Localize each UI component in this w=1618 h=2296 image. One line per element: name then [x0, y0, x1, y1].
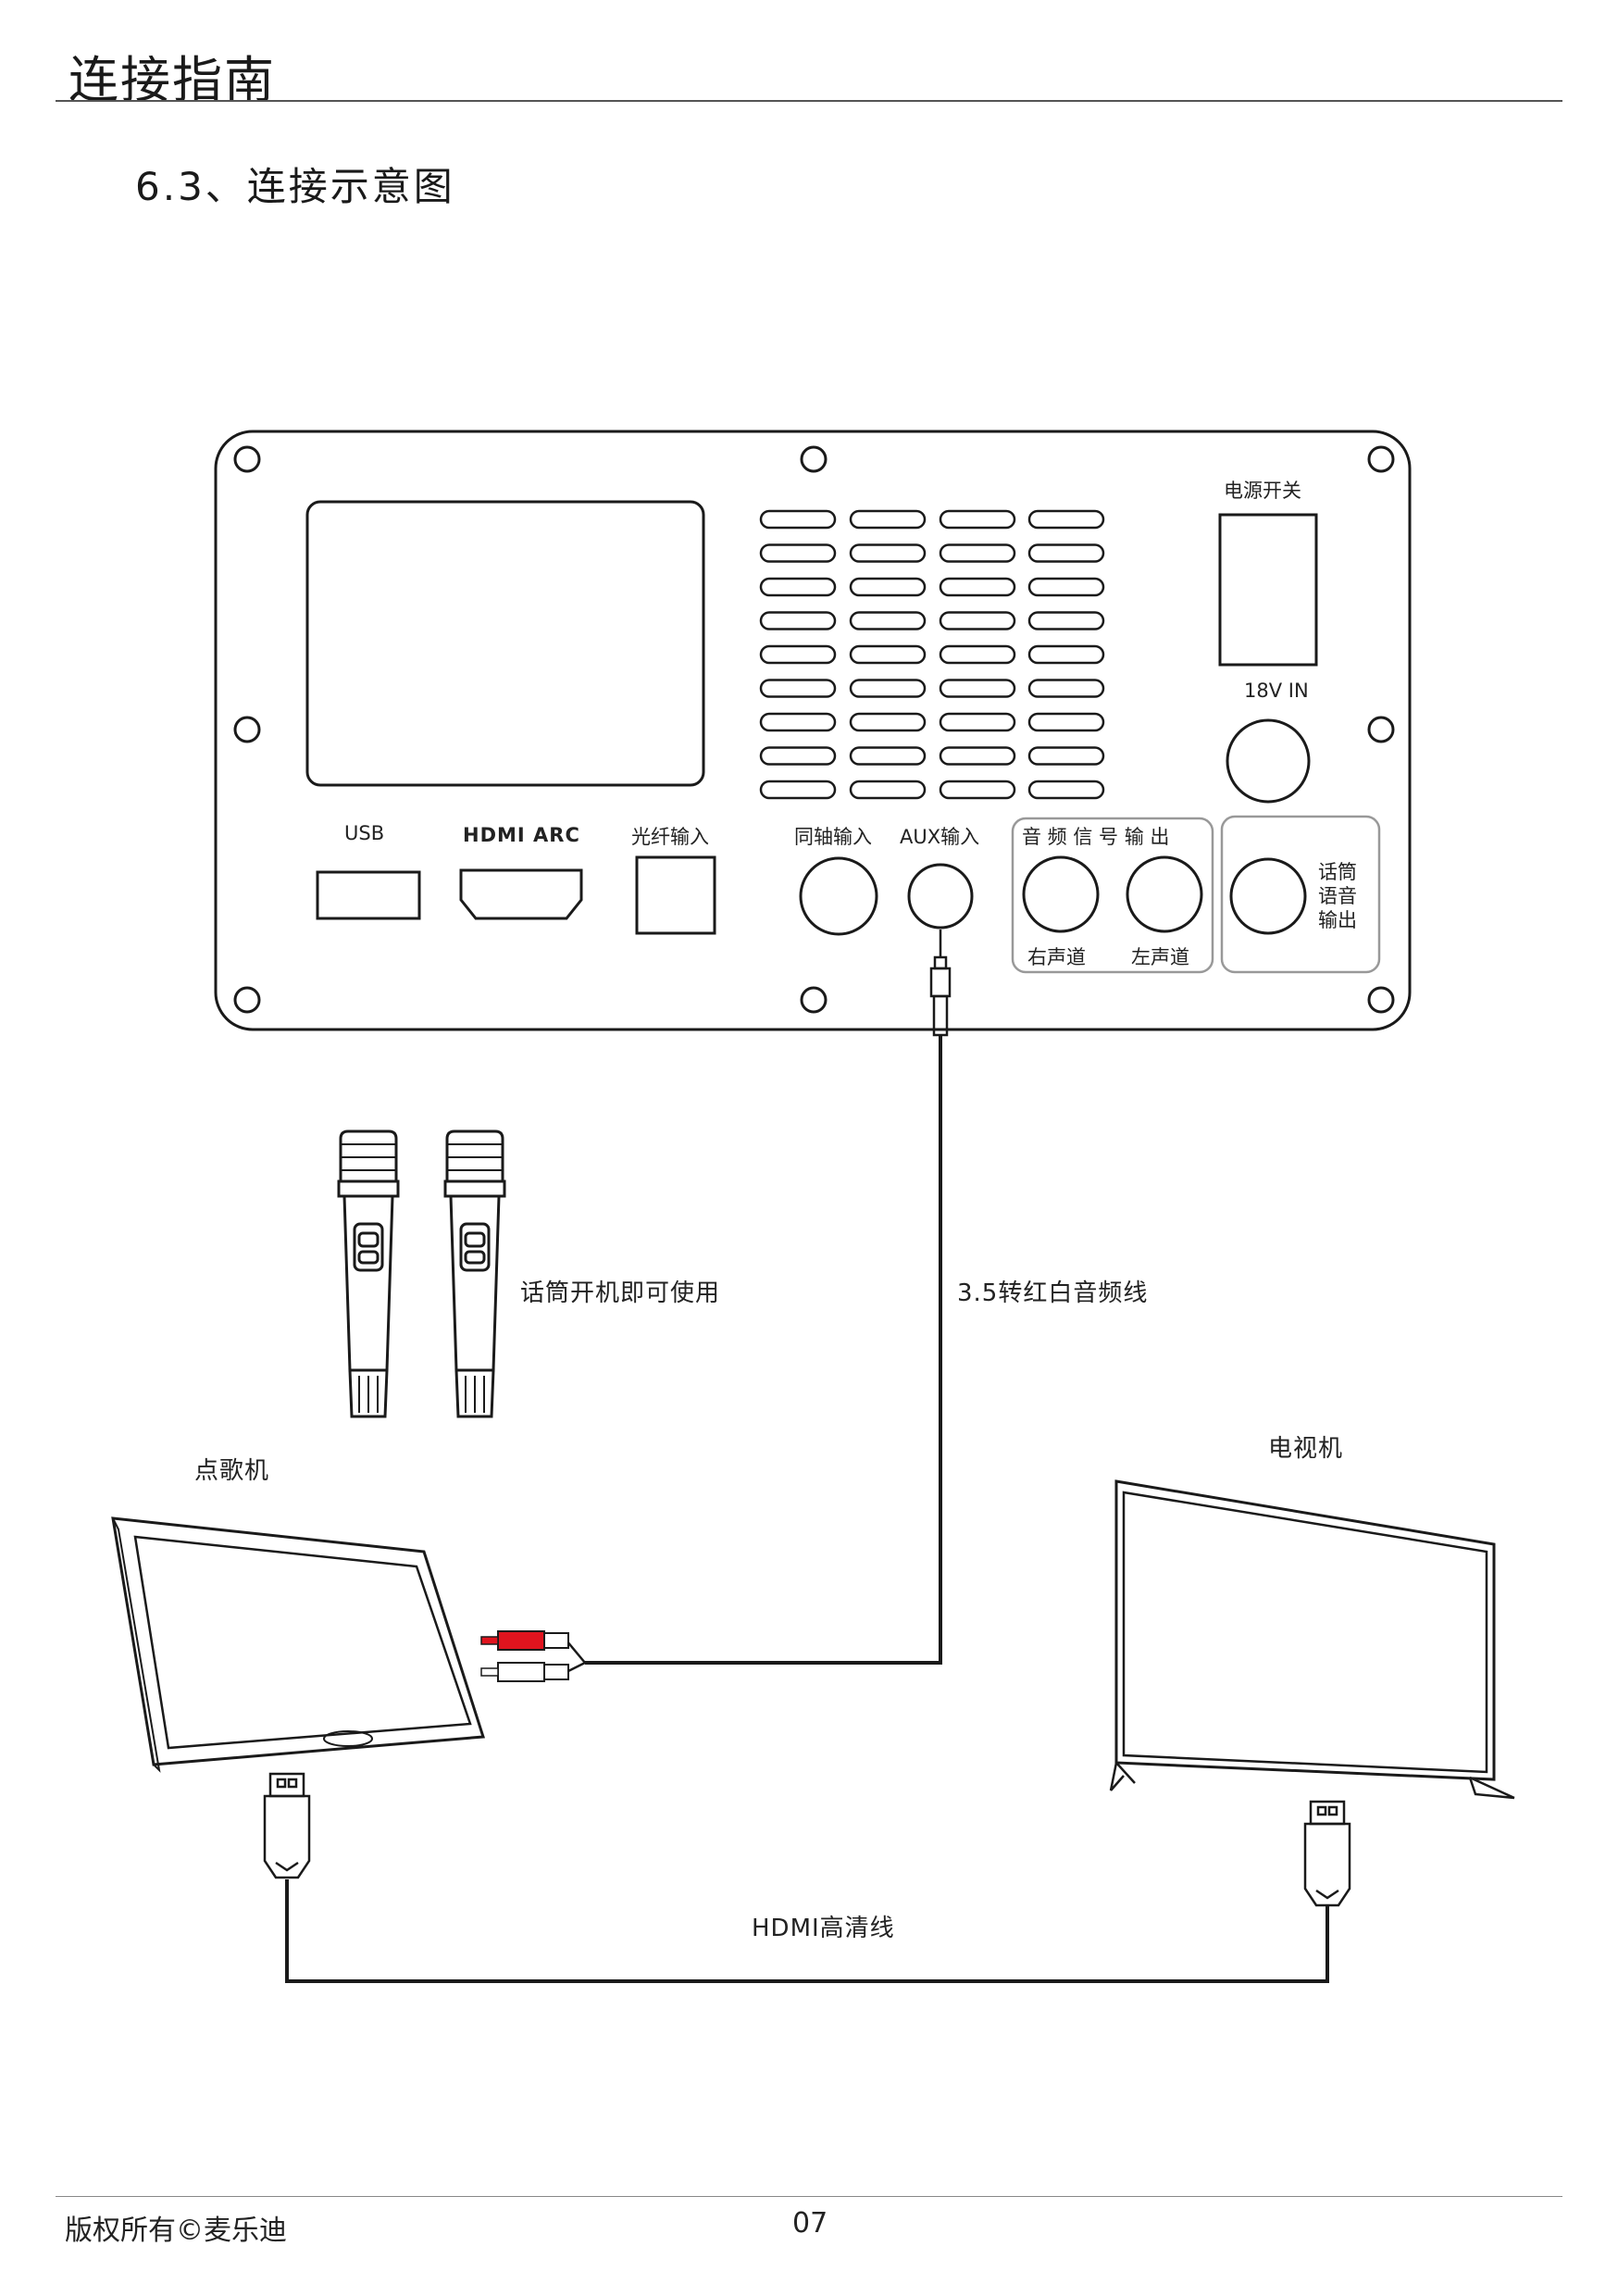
microphone-left	[337, 1129, 400, 1418]
screw-hole	[1367, 716, 1395, 743]
vent-slot	[1027, 577, 1105, 597]
tv-label: 电视机	[1268, 1435, 1344, 1463]
vent-slot	[849, 577, 927, 597]
page-title: 连接指南	[68, 51, 276, 109]
vent-slot	[939, 644, 1016, 665]
audio-out-label: 音 频 信 号 输 出	[1022, 826, 1170, 848]
vent-slot	[849, 509, 927, 530]
audio-out-group	[1011, 817, 1214, 974]
vent-slot	[1027, 746, 1105, 766]
vent-slot	[939, 509, 1016, 530]
right-channel-label: 右声道	[1027, 946, 1086, 968]
vent-slot	[759, 712, 837, 732]
vent-slot	[939, 611, 1016, 630]
vent-slot	[759, 543, 837, 563]
jukebox-logo	[323, 1730, 373, 1747]
vent-slot	[849, 644, 927, 665]
vent-slot	[759, 577, 837, 597]
left-channel-label: 左声道	[1131, 946, 1189, 968]
vent-slot	[939, 577, 1016, 597]
left-channel-jack	[1126, 855, 1203, 933]
jukebox-label: 点歌机	[194, 1457, 270, 1485]
vent-slots	[759, 509, 1105, 800]
mic-out-group	[1220, 815, 1381, 974]
hdmi-cable-label: HDMI高清线	[752, 1915, 895, 1942]
section-title: 6.3、连接示意图	[135, 164, 455, 209]
rca-cable-label: 3.5转红白音频线	[957, 1279, 1149, 1307]
footer-rule	[56, 2196, 1562, 2197]
rca-plugs	[480, 1630, 586, 1682]
screw-hole	[233, 445, 261, 473]
vent-slot	[939, 780, 1016, 800]
usb-label: USB	[344, 822, 385, 844]
device-back-panel	[214, 430, 1412, 1031]
microphone-right	[443, 1129, 506, 1418]
aux-input-jack	[907, 863, 974, 930]
vent-slot	[1027, 644, 1105, 665]
power-switch-label: 电源开关	[1224, 480, 1301, 502]
mic-out-label-1: 话筒	[1318, 861, 1357, 883]
rca-white-plug	[497, 1662, 545, 1682]
mic-out-label-2: 语音	[1318, 885, 1357, 907]
vent-slot	[849, 780, 927, 800]
screw-hole	[1367, 445, 1395, 473]
hdmi-plug-tv	[1303, 1800, 1351, 1907]
vent-slot	[1027, 509, 1105, 530]
hdmi-arc-port	[459, 868, 583, 920]
screw-hole	[1367, 986, 1395, 1014]
vent-slot	[1027, 611, 1105, 630]
screw-hole	[800, 445, 828, 473]
vent-slot	[849, 679, 927, 698]
coaxial-input-label: 同轴输入	[794, 826, 872, 848]
screw-hole	[233, 716, 261, 743]
header-rule	[56, 100, 1562, 102]
aux-plug	[929, 930, 952, 1037]
vent-slot	[759, 746, 837, 766]
vent-slot	[849, 746, 927, 766]
vent-slot	[1027, 712, 1105, 732]
vent-slot	[759, 611, 837, 630]
mic-out-jack	[1229, 857, 1307, 935]
right-channel-jack	[1022, 855, 1100, 933]
vent-slot	[849, 712, 927, 732]
vent-slot	[939, 543, 1016, 563]
mic-out-label-3: 输出	[1318, 909, 1357, 931]
optical-input-port	[635, 855, 716, 935]
hdmi-plug-jukebox	[263, 1772, 311, 1879]
vent-slot	[1027, 543, 1105, 563]
tv-device	[1109, 1479, 1515, 1800]
vent-slot	[759, 644, 837, 665]
vent-slot	[939, 712, 1016, 732]
page-number: 07	[792, 2207, 828, 2240]
rca-audio-cable	[585, 1035, 942, 1665]
usb-port	[316, 870, 421, 920]
jukebox-device	[111, 1516, 486, 1773]
screw-hole	[233, 986, 261, 1014]
vent-slot	[1027, 780, 1105, 800]
hdmi-cable	[285, 1879, 1329, 1983]
vent-slot	[939, 746, 1016, 766]
vent-slot	[759, 780, 837, 800]
display-window	[305, 500, 705, 787]
hdmi-arc-label: HDMI ARC	[463, 824, 580, 846]
aux-input-label: AUX输入	[900, 826, 980, 848]
vent-slot	[759, 679, 837, 698]
power-in-label: 18V IN	[1244, 680, 1309, 702]
optical-input-label: 光纤输入	[631, 826, 709, 848]
mic-note-label: 话筒开机即可使用	[520, 1279, 721, 1307]
vent-slot	[849, 611, 927, 630]
vent-slot	[849, 543, 927, 563]
vent-slot	[939, 679, 1016, 698]
vent-slot	[1027, 679, 1105, 698]
screw-hole	[800, 986, 828, 1014]
power-switch	[1218, 513, 1318, 667]
rca-red-plug	[497, 1630, 545, 1651]
power-in-jack	[1226, 718, 1311, 804]
coaxial-input-jack	[799, 856, 878, 936]
copyright-text: 版权所有©麦乐迪	[65, 2215, 287, 2247]
vent-slot	[759, 509, 837, 530]
